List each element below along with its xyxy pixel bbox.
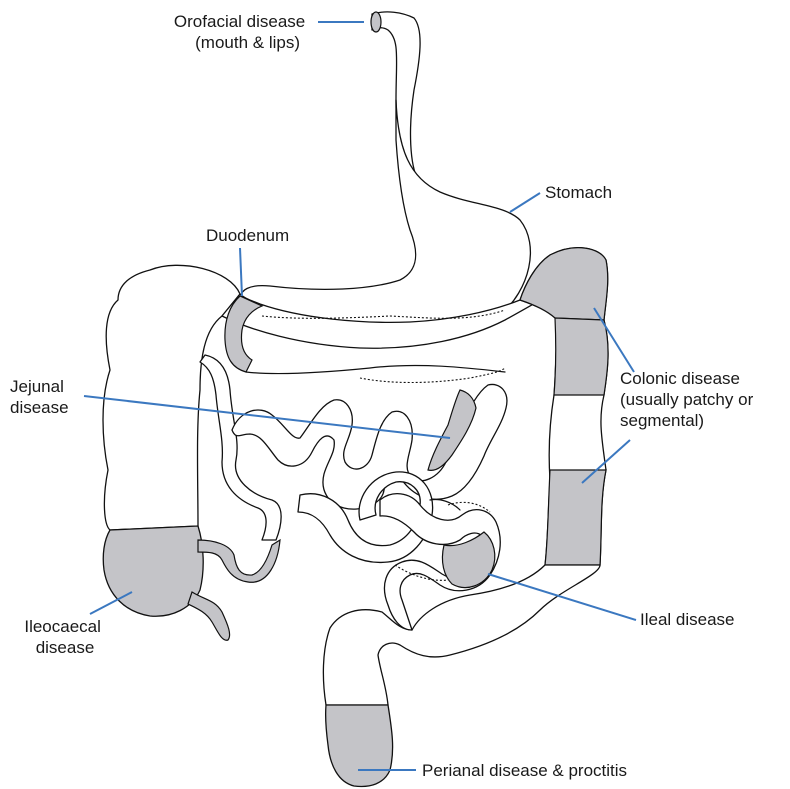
label-ileal: Ileal disease xyxy=(640,610,735,629)
small-intestine xyxy=(200,355,507,630)
label-orofacial: Orofacial disease (mouth & lips) xyxy=(174,12,310,52)
stomach xyxy=(241,100,530,346)
label-duodenum: Duodenum xyxy=(206,226,289,245)
label-ileocaecal: Ileocaecal disease xyxy=(24,617,105,657)
leader-stomach xyxy=(510,193,540,212)
descending-colon xyxy=(520,248,608,565)
oesophagus xyxy=(371,12,420,180)
label-stomach: Stomach xyxy=(545,183,612,202)
sigmoid-rectum xyxy=(323,565,600,786)
leader-duodenum xyxy=(240,248,242,296)
label-perianal: Perianal disease & proctitis xyxy=(422,761,627,780)
label-colonic: Colonic disease (usually patchy or segme… xyxy=(620,369,758,430)
label-jejunal: Jejunal disease xyxy=(10,377,69,417)
terminal-ileum xyxy=(198,540,280,582)
mouth-opening xyxy=(371,12,381,32)
